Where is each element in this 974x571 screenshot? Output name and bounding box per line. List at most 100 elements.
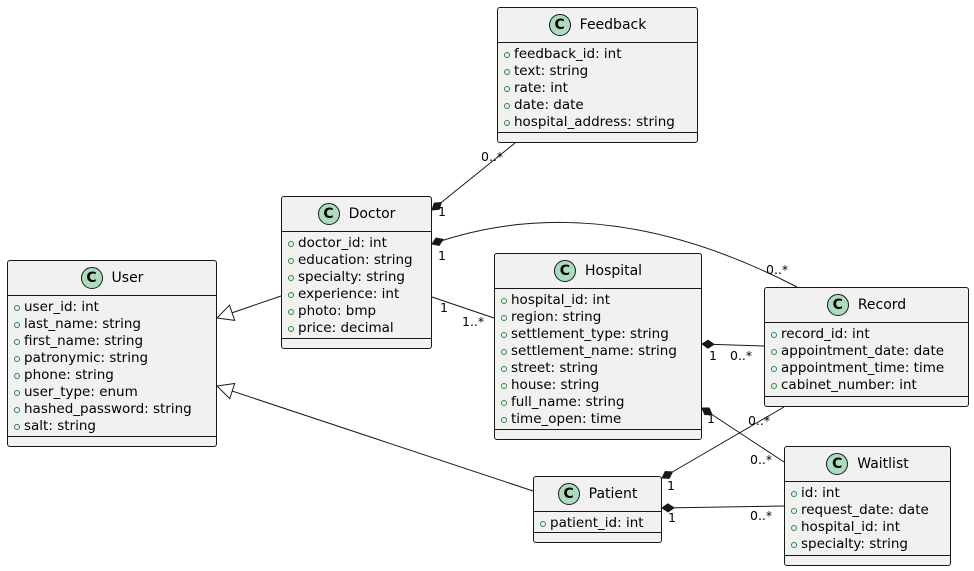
public-visibility-icon: [501, 331, 507, 338]
attribute-row: first_name: string: [14, 333, 210, 350]
public-visibility-icon: [501, 382, 507, 389]
public-visibility-icon: [14, 423, 20, 430]
public-visibility-icon: [504, 119, 510, 126]
public-visibility-icon: [288, 257, 294, 264]
attribute-row: phone: string: [14, 367, 210, 384]
multiplicity-label: 1: [668, 510, 676, 525]
class-divider: [534, 511, 661, 512]
class-name: Waitlist: [857, 456, 909, 472]
public-visibility-icon: [771, 365, 777, 372]
composition-diamond-icon: [431, 237, 444, 246]
class-stereotype-icon: C: [80, 267, 103, 289]
attribute-row: patronymic: string: [14, 350, 210, 367]
attribute-text: salt: string: [24, 418, 96, 434]
attribute-text: hospital_id: int: [511, 292, 610, 308]
attribute-row: settlement_name: string: [501, 343, 695, 360]
method-divider: [534, 532, 661, 533]
public-visibility-icon: [540, 520, 546, 527]
class-header: C Hospital: [495, 254, 701, 288]
class-name: Patient: [588, 486, 638, 502]
attribute-row: last_name: string: [14, 316, 210, 333]
attribute-row: request_date: date: [791, 502, 944, 519]
attribute-row: appointment_time: time: [771, 360, 962, 377]
attribute-row: salt: string: [14, 418, 210, 435]
multiplicity-label: 0..*: [750, 508, 773, 523]
multiplicity-label: 1: [440, 300, 448, 315]
method-divider: [8, 436, 216, 437]
composition-diamond-icon: [701, 339, 715, 349]
public-visibility-icon: [288, 240, 294, 247]
public-visibility-icon: [501, 399, 507, 406]
attribute-text: specialty: string: [298, 269, 405, 285]
attribute-row: feedback_id: int: [504, 46, 691, 63]
attribute-text: settlement_name: string: [511, 343, 677, 359]
public-visibility-icon: [501, 314, 507, 321]
attribute-row: doctor_id: int: [288, 235, 425, 252]
edge-doctor-record: [431, 221, 798, 288]
method-divider: [498, 132, 697, 133]
inheritance-arrow-icon: [215, 382, 236, 400]
attribute-text: user_type: enum: [24, 384, 138, 400]
attribute-text: first_name: string: [24, 333, 144, 349]
attribute-text: photo: bmp: [298, 303, 377, 319]
attribute-row: photo: bmp: [288, 303, 425, 320]
attribute-text: house: string: [511, 377, 600, 393]
class-stereotype-icon: C: [548, 14, 571, 36]
class-stereotype-icon: C: [826, 294, 849, 316]
class-name: Hospital: [584, 263, 643, 279]
attribute-text: date: date: [514, 97, 584, 113]
attribute-text: price: decimal: [298, 320, 394, 336]
attribute-row: appointment_date: date: [771, 343, 962, 360]
public-visibility-icon: [14, 304, 20, 311]
attribute-text: request_date: date: [801, 502, 929, 518]
composition-diamond-icon: [431, 201, 442, 211]
class-stereotype-icon: C: [826, 453, 849, 475]
public-visibility-icon: [501, 365, 507, 372]
class-name: User: [111, 270, 144, 286]
public-visibility-icon: [771, 382, 777, 389]
attribute-text: specialty: string: [801, 536, 908, 552]
public-visibility-icon: [14, 355, 20, 362]
edge-patient-user: [216, 385, 534, 492]
attribute-row: hashed_password: string: [14, 401, 210, 418]
attribute-row: specialty: string: [288, 269, 425, 286]
method-divider: [495, 429, 701, 430]
attribute-text: patient_id: int: [550, 515, 644, 531]
multiplicity-label: 1: [438, 248, 446, 263]
class-stereotype-icon: C: [553, 260, 576, 282]
public-visibility-icon: [288, 291, 294, 298]
attribute-text: cabinet_number: int: [781, 377, 917, 393]
multiplicity-label: 1..*: [462, 314, 485, 329]
public-visibility-icon: [791, 507, 797, 514]
multiplicity-label: 1: [438, 204, 446, 219]
class-divider: [282, 231, 431, 232]
multiplicity-label: 1: [707, 411, 715, 426]
class-name: Feedback: [579, 17, 647, 33]
public-visibility-icon: [504, 102, 510, 109]
public-visibility-icon: [14, 372, 20, 379]
public-visibility-icon: [504, 51, 510, 58]
attribute-text: full_name: string: [511, 394, 625, 410]
attribute-row: education: string: [288, 252, 425, 269]
attribute-row: cabinet_number: int: [771, 377, 962, 394]
class-divider: [495, 288, 701, 289]
attribute-text: user_id: int: [24, 299, 99, 315]
attribute-row: street: string: [501, 360, 695, 377]
attribute-row: hospital_id: int: [501, 292, 695, 309]
class-divider: [8, 295, 216, 296]
method-divider: [785, 555, 950, 556]
attribute-text: patronymic: string: [24, 350, 149, 366]
